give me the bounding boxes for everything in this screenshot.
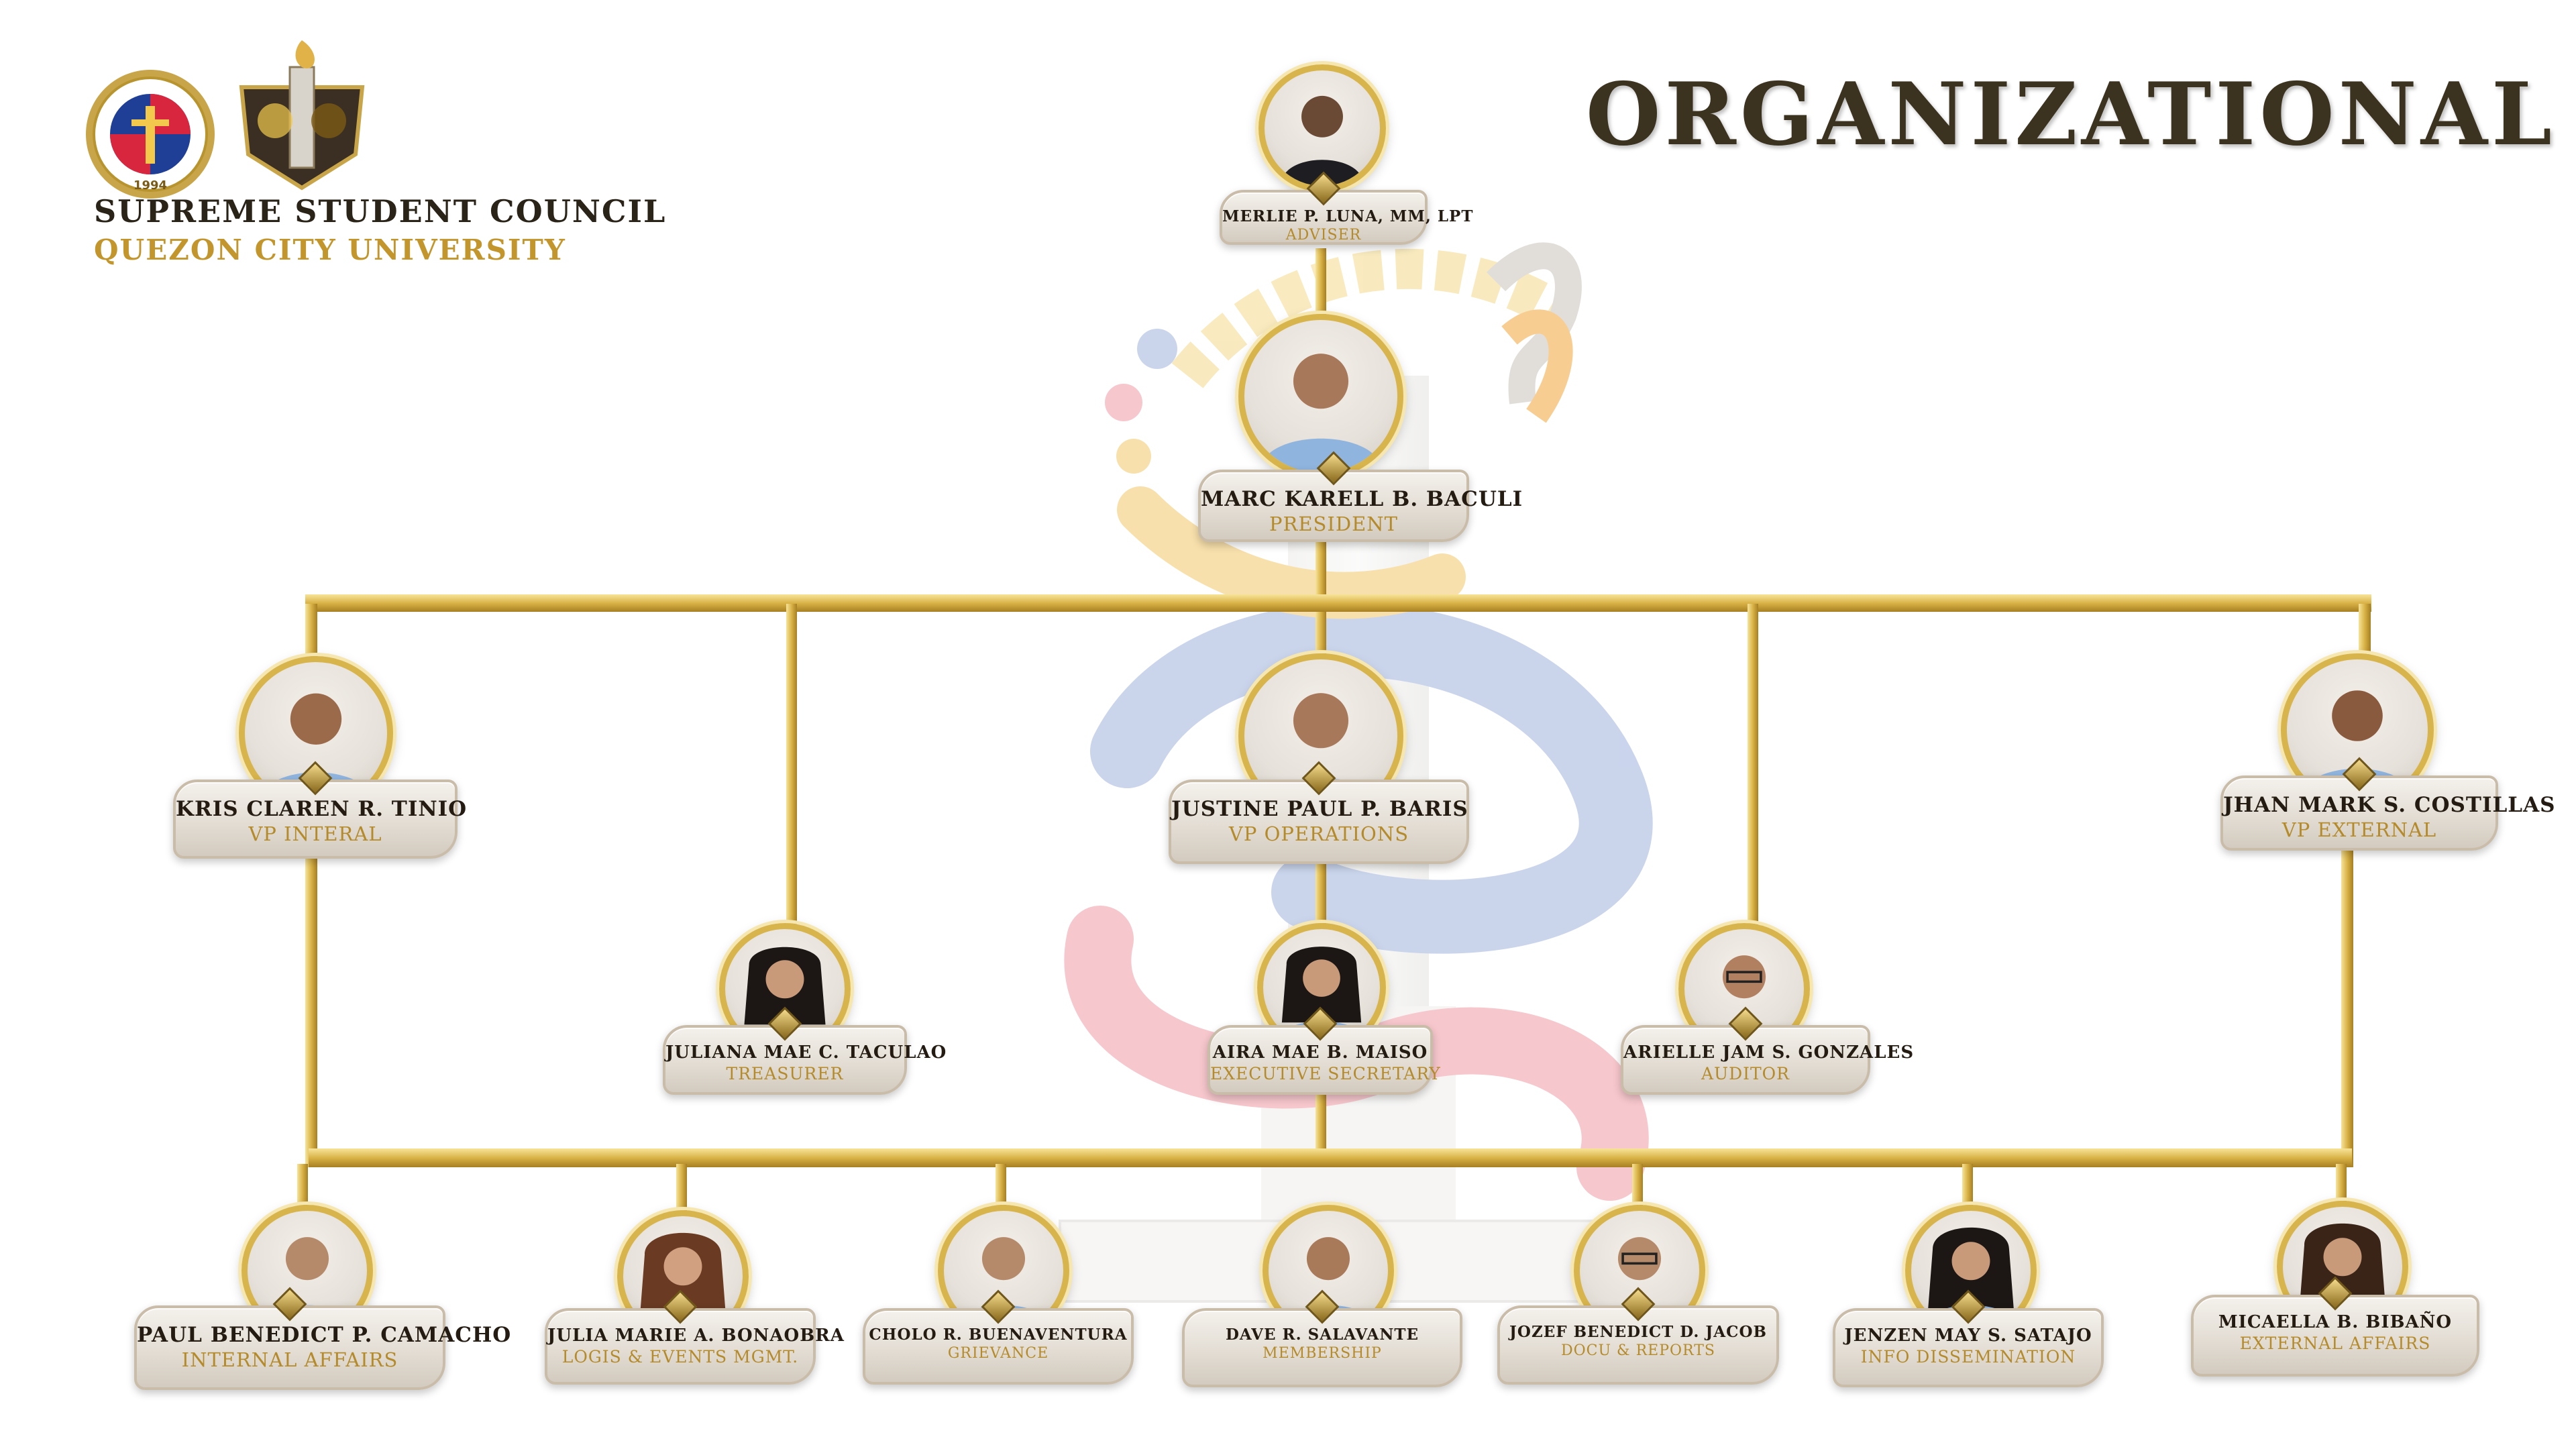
adviser-badge: MERLIE P. LUNA, MM, LPT ADVISER bbox=[1220, 171, 1474, 245]
member-name: MICAELLA B. BIBAÑO bbox=[2218, 1312, 2453, 1332]
person-portrait-icon bbox=[1259, 354, 1383, 473]
member-role: GRIEVANCE bbox=[947, 1345, 1049, 1362]
member-role: AUDITOR bbox=[1701, 1064, 1790, 1083]
docu-reports-badge: JOZEF BENEDICT D. JACOB DOCU & REPORTS bbox=[1497, 1287, 1779, 1385]
org-name-heading: SUPREME STUDENT COUNCIL bbox=[94, 193, 667, 229]
qcu-seal-year: 1994 bbox=[133, 178, 167, 193]
member-role: LOGIS & EVENTS MGMT. bbox=[561, 1347, 799, 1366]
member-name: JOZEF BENEDICT D. JACOB bbox=[1509, 1323, 1767, 1341]
member-name: CHOLO R. BUENAVENTURA bbox=[869, 1326, 1128, 1344]
member-name: MARC KARELL B. BACULI bbox=[1201, 487, 1523, 511]
person-portrait-icon bbox=[1281, 95, 1364, 186]
auditor-badge: ARIELLE JAM S. GONZALES AUDITOR bbox=[1621, 1006, 1915, 1095]
member-role: INFO DISSEMINATION bbox=[1860, 1347, 2076, 1366]
member-role: MEMBERSHIP bbox=[1263, 1345, 1382, 1362]
internal-affairs-badge: PAUL BENEDICT P. CAMACHO INTERNAL AFFAIR… bbox=[134, 1287, 512, 1390]
qcu-seal-logo: 1994 bbox=[83, 67, 217, 201]
membership-badge: DAVE R. SALAVANTE MEMBERSHIP bbox=[1182, 1289, 1462, 1387]
member-name: KRIS CLAREN R. TINIO bbox=[176, 797, 468, 821]
logis-events-badge: JULIA MARIE A. BONAOBRA LOGIS & EVENTS M… bbox=[545, 1289, 845, 1385]
member-name: JENZEN MAY S. SATAJO bbox=[1844, 1326, 2092, 1346]
member-role: INTERNAL AFFAIRS bbox=[181, 1348, 398, 1371]
grievance-badge: CHOLO R. BUENAVENTURA GRIEVANCE bbox=[863, 1289, 1134, 1385]
vp-external-badge: JHAN MARK S. COSTILLAS VP EXTERNAL bbox=[2220, 757, 2556, 851]
president-badge: MARC KARELL B. BACULI PRESIDENT bbox=[1198, 451, 1523, 542]
member-role: VP INTERAL bbox=[248, 822, 382, 845]
member-name: MERLIE P. LUNA, MM, LPT bbox=[1222, 207, 1474, 225]
external-affairs-badge: MICAELLA B. BIBAÑO EXTERNAL AFFAIRS bbox=[2191, 1276, 2479, 1377]
president-photo bbox=[1238, 314, 1403, 479]
member-name: PAUL BENEDICT P. CAMACHO bbox=[137, 1323, 512, 1347]
treasurer-badge: JULIANA MAE C. TACULAO TREASURER bbox=[663, 1006, 947, 1095]
member-name: JUSTINE PAUL P. BARIS bbox=[1171, 797, 1468, 821]
member-name: AIRA MAE B. MAISO bbox=[1212, 1042, 1428, 1063]
exec-secretary-badge: AIRA MAE B. MAISO EXECUTIVE SECRETARY bbox=[1208, 1006, 1441, 1095]
member-role: TREASURER bbox=[726, 1064, 844, 1083]
member-role: EXECUTIVE SECRETARY bbox=[1210, 1064, 1441, 1083]
member-role: PRESIDENT bbox=[1269, 513, 1398, 535]
ssc-emblem-logo bbox=[228, 27, 376, 201]
member-name: JULIA MARIE A. BONAOBRA bbox=[547, 1326, 845, 1346]
member-role: VP OPERATIONS bbox=[1228, 822, 1409, 845]
info-dissemination-badge: JENZEN MAY S. SATAJO INFO DISSEMINATION bbox=[1833, 1289, 2104, 1387]
member-role: ADVISER bbox=[1285, 227, 1362, 244]
page-title: ORGANIZATIONAL bbox=[1585, 64, 2556, 165]
member-name: DAVE R. SALAVANTE bbox=[1225, 1326, 1419, 1344]
member-role: EXTERNAL AFFAIRS bbox=[2239, 1334, 2431, 1353]
member-name: JHAN MARK S. COSTILLAS bbox=[2223, 793, 2556, 817]
university-name-heading: QUEZON CITY UNIVERSITY bbox=[94, 233, 566, 266]
member-role: DOCU & REPORTS bbox=[1560, 1342, 1715, 1359]
member-name: JULIANA MAE C. TACULAO bbox=[665, 1042, 947, 1063]
member-name: ARIELLE JAM S. GONZALES bbox=[1623, 1042, 1915, 1063]
member-role: VP EXTERNAL bbox=[2282, 818, 2437, 841]
vp-internal-badge: KRIS CLAREN R. TINIO VP INTERAL bbox=[173, 761, 468, 859]
vp-operations-badge: JUSTINE PAUL P. BARIS VP OPERATIONS bbox=[1169, 761, 1469, 864]
